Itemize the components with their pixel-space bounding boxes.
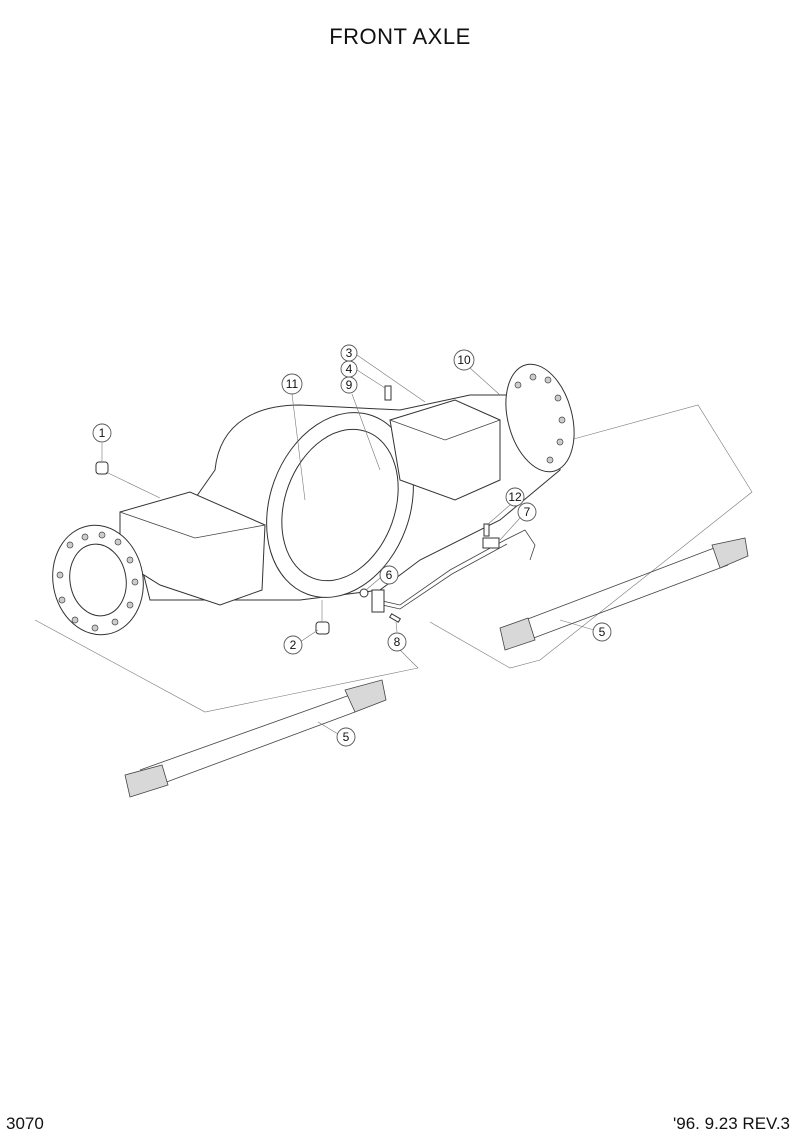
svg-text:5: 5 <box>343 730 350 744</box>
axle-housing <box>52 363 575 636</box>
callout-11: 11 <box>281 373 303 395</box>
breather-4 <box>384 385 392 401</box>
svg-text:4: 4 <box>346 362 353 376</box>
svg-text:8: 8 <box>394 635 401 649</box>
callout-2: 2 <box>283 635 303 655</box>
svg-text:5: 5 <box>599 625 606 639</box>
callout-3: 3 <box>340 344 358 362</box>
callout-7: 7 <box>517 502 537 522</box>
svg-text:3: 3 <box>346 346 353 360</box>
svg-text:6: 6 <box>386 568 393 582</box>
revision-date: '96. 9.23 REV.3 <box>673 1114 790 1133</box>
svg-text:9: 9 <box>346 378 353 392</box>
svg-text:10: 10 <box>457 353 471 367</box>
callout-10: 10 <box>453 349 475 371</box>
svg-text:12: 12 <box>508 490 522 504</box>
callout-5-left: 5 <box>336 727 356 747</box>
svg-text:11: 11 <box>286 377 299 391</box>
callout-9: 9 <box>340 376 358 394</box>
svg-text:2: 2 <box>290 638 297 652</box>
callout-6: 6 <box>379 565 399 585</box>
axle-shaft-right <box>499 537 749 651</box>
callout-5-right: 5 <box>592 622 612 642</box>
callout-1: 1 <box>92 423 112 443</box>
leader-lines <box>101 354 595 735</box>
axle-shaft-left <box>124 679 387 798</box>
callout-8: 8 <box>387 632 407 652</box>
pipe-assembly <box>359 523 536 623</box>
reference-plane-left <box>34 619 419 713</box>
reference-plane-right <box>429 404 753 669</box>
callout-12: 12 <box>505 487 525 507</box>
flange-holes <box>56 373 566 632</box>
svg-text:7: 7 <box>524 505 531 519</box>
plug-2 <box>315 621 330 635</box>
page-number: 3070 <box>6 1114 44 1133</box>
callout-4: 4 <box>340 360 358 378</box>
page-title: FRONT AXLE <box>329 24 471 49</box>
svg-text:1: 1 <box>99 426 106 440</box>
